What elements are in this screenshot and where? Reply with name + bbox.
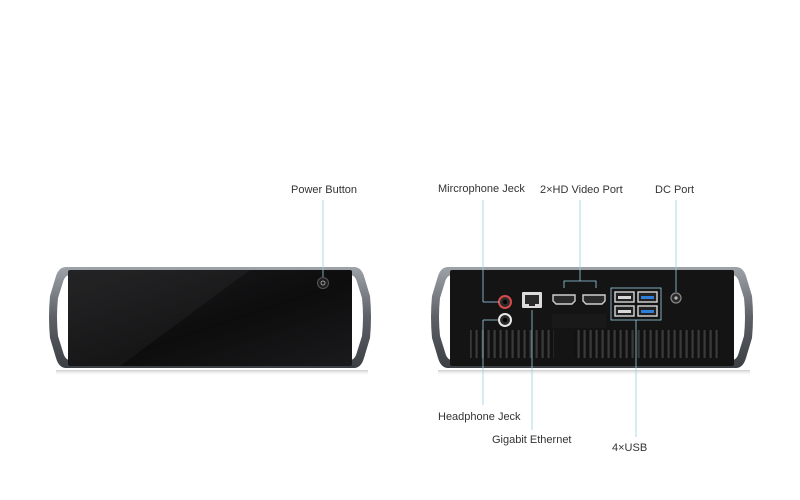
- callout-lines: [322, 200, 677, 437]
- ethernet-port-notch: [529, 304, 535, 306]
- label-dc-port: DC Port: [655, 184, 695, 196]
- vent-bracket: [552, 314, 606, 328]
- vent-grille-left: [470, 330, 554, 358]
- label-microphone-jack: Mircrophone Jeck: [438, 183, 525, 195]
- label-usb: 4×USB: [612, 442, 648, 454]
- microphone-jack-hole: [502, 299, 508, 305]
- ethernet-port-socket: [525, 295, 539, 304]
- callout-hd-video-bracket: [563, 280, 597, 288]
- usb-port-1-tongue: [618, 296, 631, 299]
- label-power-button: Power Button: [291, 184, 358, 196]
- dc-port-pin: [674, 296, 678, 300]
- power-button-icon: [317, 277, 329, 289]
- hdmi-port-2-icon: [582, 294, 606, 305]
- front-shadow: [56, 370, 368, 376]
- front-reflection: [68, 270, 250, 366]
- usb-port-2-tongue: [618, 310, 631, 313]
- usb-port-4-tongue: [641, 310, 654, 313]
- power-symbol-icon: [320, 280, 326, 286]
- hdmi-port-1-icon: [552, 294, 576, 305]
- back-shadow: [438, 370, 750, 376]
- usb-port-3-tongue: [641, 296, 654, 299]
- vent-grille-right: [574, 330, 720, 358]
- front-view: [49, 267, 371, 376]
- front-panel: [68, 270, 352, 366]
- label-gigabit-ethernet: Gigabit Ethernet: [492, 434, 572, 446]
- back-view: [431, 267, 753, 376]
- headphone-jack-hole: [502, 317, 508, 323]
- label-hd-video-port: 2×HD Video Port: [540, 184, 623, 196]
- label-headphone-jack: Headphone Jeck: [438, 411, 521, 423]
